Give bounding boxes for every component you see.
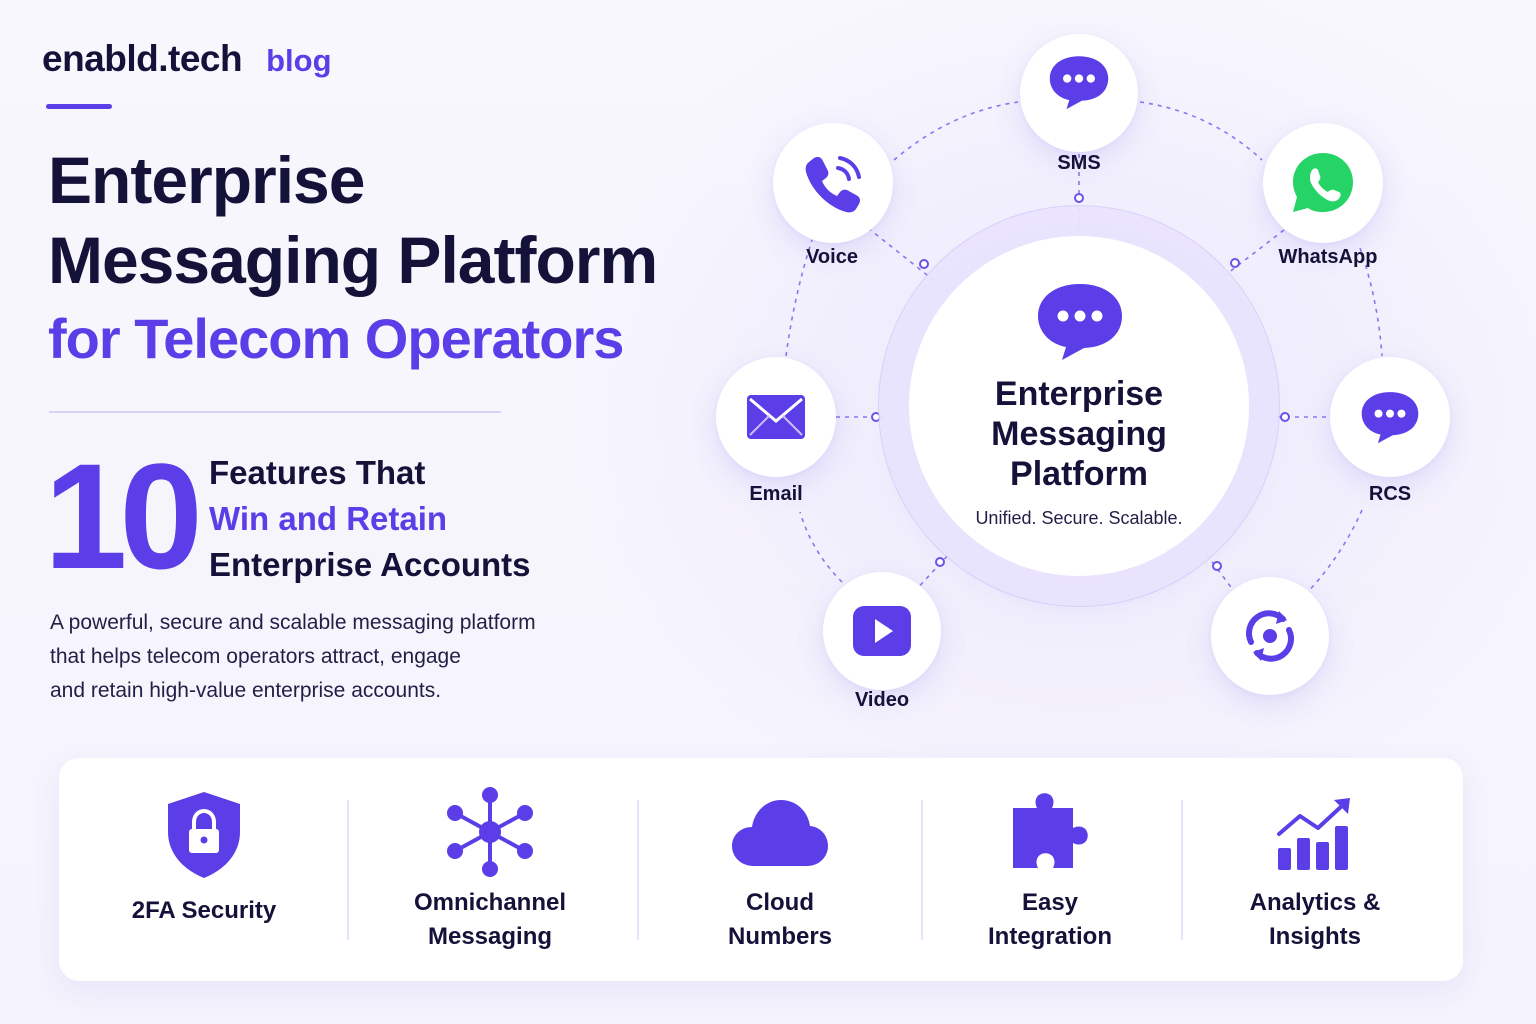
ring-arc-email-voice bbox=[785, 239, 813, 357]
feature-label: Omnichannel Messaging bbox=[365, 886, 615, 954]
accent-bar bbox=[46, 104, 112, 109]
divider bbox=[49, 411, 501, 413]
envelope-icon bbox=[747, 395, 805, 439]
title-line-1: Enterprise bbox=[48, 143, 365, 217]
feature-label-line-1: Cloud bbox=[746, 889, 814, 916]
hub-subtitle: Unified. Secure. Scalable. bbox=[975, 508, 1183, 528]
cloud-icon bbox=[732, 800, 828, 866]
brand-name: enabld.tech bbox=[42, 38, 243, 79]
feature-label-line-1: Omnichannel bbox=[413, 889, 567, 916]
channel-node-whatsapp[interactable] bbox=[1263, 123, 1383, 243]
feature-count: 10 bbox=[44, 432, 203, 600]
feature-analytics-insights[interactable]: Analytics & Insights bbox=[1190, 758, 1440, 981]
bar-chart-trend-icon bbox=[1277, 798, 1350, 870]
feature-label-line-1: Easy bbox=[1021, 889, 1079, 916]
chat-bubble-icon bbox=[1049, 56, 1109, 110]
channel-label-voice: Voice bbox=[806, 246, 858, 268]
feature-label-line-2: Insights bbox=[1268, 923, 1361, 950]
ring-arc-whatsapp-rcs bbox=[1359, 247, 1383, 357]
hub-title-line-2: Messaging bbox=[991, 415, 1167, 453]
description-line-2: that helps telecom operators attract, en… bbox=[50, 645, 461, 668]
feature-label: Cloud Numbers bbox=[655, 886, 905, 954]
features-heading: Features That Win and Retain Enterprise … bbox=[209, 450, 531, 588]
description: A powerful, secure and scalable messagin… bbox=[50, 606, 610, 708]
channel-label-sms: SMS bbox=[1057, 152, 1101, 174]
spoke-dot-video bbox=[935, 557, 945, 567]
title-line-3: for Telecom Operators bbox=[48, 307, 624, 370]
spoke-dot-whatsapp bbox=[1230, 258, 1240, 268]
feature-card: 2FA Security Omnichannel Messaging bbox=[59, 758, 1463, 981]
feature-label: 2FA Security bbox=[79, 894, 329, 928]
feature-label: Analytics & Insights bbox=[1190, 886, 1440, 954]
channel-label-video: Video bbox=[854, 689, 910, 711]
feature-label-line-2: Integration bbox=[988, 923, 1112, 950]
features-heading-line-2: Win and Retain bbox=[209, 500, 448, 537]
feature-easy-integration[interactable]: Easy Integration bbox=[925, 758, 1175, 981]
channel-node-sms[interactable] bbox=[1020, 34, 1138, 152]
network-hub-icon bbox=[447, 787, 533, 877]
whatsapp-icon bbox=[1293, 153, 1353, 212]
hub-title: Enterprise Messaging Platform bbox=[909, 374, 1249, 494]
spoke-dot-sms bbox=[1074, 193, 1084, 203]
feature-2fa-security[interactable]: 2FA Security bbox=[79, 758, 329, 981]
channel-node-voice[interactable] bbox=[773, 123, 893, 243]
play-icon bbox=[853, 606, 911, 656]
ring-arc-rcs-sync bbox=[1299, 509, 1363, 601]
ring-arc-voice-sms bbox=[893, 101, 1019, 161]
feature-label-line-1: Analytics & bbox=[1249, 889, 1381, 916]
feature-separator bbox=[637, 800, 639, 940]
channel-label-email: Email bbox=[749, 483, 803, 505]
description-line-3: and retain high-value enterprise account… bbox=[50, 679, 442, 702]
page-title: Enterprise Messaging Platform for Teleco… bbox=[48, 140, 658, 378]
channel-node-sync[interactable] bbox=[1211, 577, 1329, 695]
ring-arc-video-email bbox=[799, 511, 843, 583]
spoke-dot-email bbox=[871, 412, 881, 422]
spoke-dot-sync bbox=[1212, 561, 1222, 571]
title-line-2: Messaging Platform bbox=[48, 223, 658, 297]
ring-arc-sms-whatsapp bbox=[1139, 101, 1263, 161]
spoke-video bbox=[913, 539, 963, 593]
feature-cloud-numbers[interactable]: Cloud Numbers bbox=[655, 758, 905, 981]
feature-omnichannel-messaging[interactable]: Omnichannel Messaging bbox=[365, 758, 615, 981]
spoke-sync bbox=[1195, 539, 1237, 595]
spoke-dot-rcs bbox=[1280, 412, 1290, 422]
hub-center[interactable]: Enterprise Messaging Platform Unified. S… bbox=[909, 236, 1249, 576]
hub-title-line-3: Platform bbox=[1010, 455, 1148, 493]
feature-label-line-2: Numbers bbox=[727, 923, 833, 950]
features-heading-line-3: Enterprise Accounts bbox=[209, 546, 531, 583]
phone-icon bbox=[805, 156, 861, 213]
shield-lock-icon bbox=[168, 792, 240, 878]
feature-label-line-1: 2FA Security bbox=[131, 897, 277, 924]
feature-separator bbox=[921, 800, 923, 940]
feature-label-line-2: Messaging bbox=[427, 923, 553, 950]
chat-bubble-icon bbox=[1361, 392, 1419, 444]
brand-tag: blog bbox=[266, 43, 332, 78]
puzzle-icon bbox=[1013, 793, 1088, 868]
channel-node-video[interactable] bbox=[823, 572, 941, 690]
feature-separator bbox=[1181, 800, 1183, 940]
hub-title-line-1: Enterprise bbox=[994, 375, 1164, 413]
channel-node-rcs[interactable] bbox=[1330, 357, 1450, 477]
spoke-dot-voice bbox=[919, 259, 929, 269]
chat-bubble-icon bbox=[1038, 284, 1122, 360]
channel-node-email[interactable] bbox=[716, 357, 836, 477]
feature-separator bbox=[347, 800, 349, 940]
spoke-whatsapp bbox=[1205, 229, 1285, 291]
feature-label: Easy Integration bbox=[925, 886, 1175, 954]
brand[interactable]: enabld.tech blog bbox=[42, 38, 332, 80]
features-heading-line-1: Features That bbox=[209, 454, 426, 491]
sync-icon bbox=[1246, 610, 1294, 662]
channel-label-whatsapp: WhatsApp bbox=[1278, 246, 1378, 268]
channel-label-rcs: RCS bbox=[1368, 483, 1412, 505]
description-line-1: A powerful, secure and scalable messagin… bbox=[50, 611, 536, 634]
spoke-voice bbox=[867, 227, 957, 299]
